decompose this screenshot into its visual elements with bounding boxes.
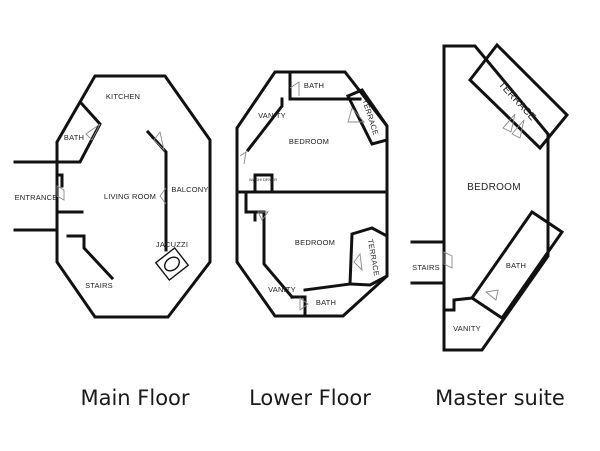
- lower-bottom-bath-door: [299, 297, 309, 311]
- lower-bottom-vanity-wall: [244, 190, 295, 300]
- main-bath-wall: [55, 101, 102, 164]
- jacuzzi-basin: [163, 256, 181, 272]
- lower-floor-caption: Lower Floor: [249, 386, 371, 410]
- master-bath-label: BATH: [506, 261, 526, 270]
- master-terrace-label: TERRACE: [496, 79, 538, 123]
- master-bath: [469, 209, 565, 321]
- master-vanity-wall: [442, 296, 474, 312]
- lower-top-bath-door: [289, 81, 300, 96]
- lower-floor-plan: BATH VANITY TERRACE BEDROOM WASH/ DRYER …: [235, 70, 389, 318]
- lower-bottom-bath-top: [303, 282, 352, 292]
- wash-dryer-closet: [253, 173, 274, 194]
- lower-bottom-terrace-door: [353, 252, 363, 272]
- jacuzzi-tub: [154, 246, 190, 282]
- lower-bottom-bath-label: BATH: [316, 298, 336, 307]
- lower-bottom-bedroom-label: BEDROOM: [295, 238, 335, 247]
- lower-top-vanity-wall: [245, 97, 284, 153]
- lower-bottom-vanity-label: VANITY: [268, 285, 296, 294]
- main-kitchen-label: KITCHEN: [106, 92, 140, 101]
- master-stairs-label: STAIRS: [412, 263, 440, 272]
- main-bath-label: BATH: [64, 133, 84, 142]
- main-entrance-label: ENTRANCE: [15, 193, 58, 202]
- lower-bottom-terrace-label: TERRACE: [366, 238, 381, 276]
- master-bedroom-label: BEDROOM: [467, 182, 521, 193]
- lower-top-terrace-door: [347, 107, 365, 123]
- master-suite-outline: [442, 44, 550, 352]
- lower-bottom-bath-wall: [290, 295, 307, 318]
- main-bath-door: [85, 123, 101, 141]
- master-bath-door: [484, 289, 499, 301]
- master-suite-caption: Master suite: [435, 386, 565, 410]
- master-stairs-door: [443, 251, 453, 269]
- wash-dryer-label: WASH/ DRYER: [249, 177, 277, 182]
- lower-top-vanity-label: VANITY: [258, 111, 286, 120]
- main-stairs-label: STAIRS: [85, 281, 113, 290]
- balcony-wall: [145, 129, 168, 252]
- lower-top-terrace: [345, 88, 389, 146]
- master-terrace-door-2: [511, 119, 525, 139]
- master-terrace: [467, 42, 570, 151]
- entrance-partition-top: [55, 173, 64, 188]
- lower-closet-door: [257, 211, 269, 221]
- lower-top-bedroom-label: BEDROOM: [289, 137, 329, 146]
- balcony-door-lower: [159, 187, 167, 205]
- lower-top-terrace-label: TERRACE: [360, 98, 380, 136]
- main-living-room-label: LIVING ROOM: [104, 192, 156, 201]
- main-floor-plan: KITCHEN BATH ENTRANCE LIVING ROOM BALCON…: [13, 74, 212, 319]
- lower-bottom-terrace: [348, 226, 389, 287]
- master-terrace-door-1: [502, 113, 516, 133]
- main-floor-caption: Main Floor: [80, 386, 190, 410]
- main-balcony-label: BALCONY: [171, 185, 208, 194]
- main-floor-outline: [55, 74, 212, 319]
- main-stairs-wall: [66, 234, 115, 281]
- lower-top-bath-wall: [288, 70, 362, 101]
- lower-top-vanity-door: [239, 151, 247, 165]
- master-suite-plan: TERRACE BEDROOM STAIRS BATH VANITY: [410, 42, 570, 352]
- main-jacuzzi-label: JACUZZI: [156, 240, 188, 249]
- lower-top-bath-label: BATH: [304, 81, 324, 90]
- entrance-door: [56, 185, 65, 201]
- master-vanity-label: VANITY: [453, 324, 481, 333]
- balcony-door-upper: [153, 130, 165, 152]
